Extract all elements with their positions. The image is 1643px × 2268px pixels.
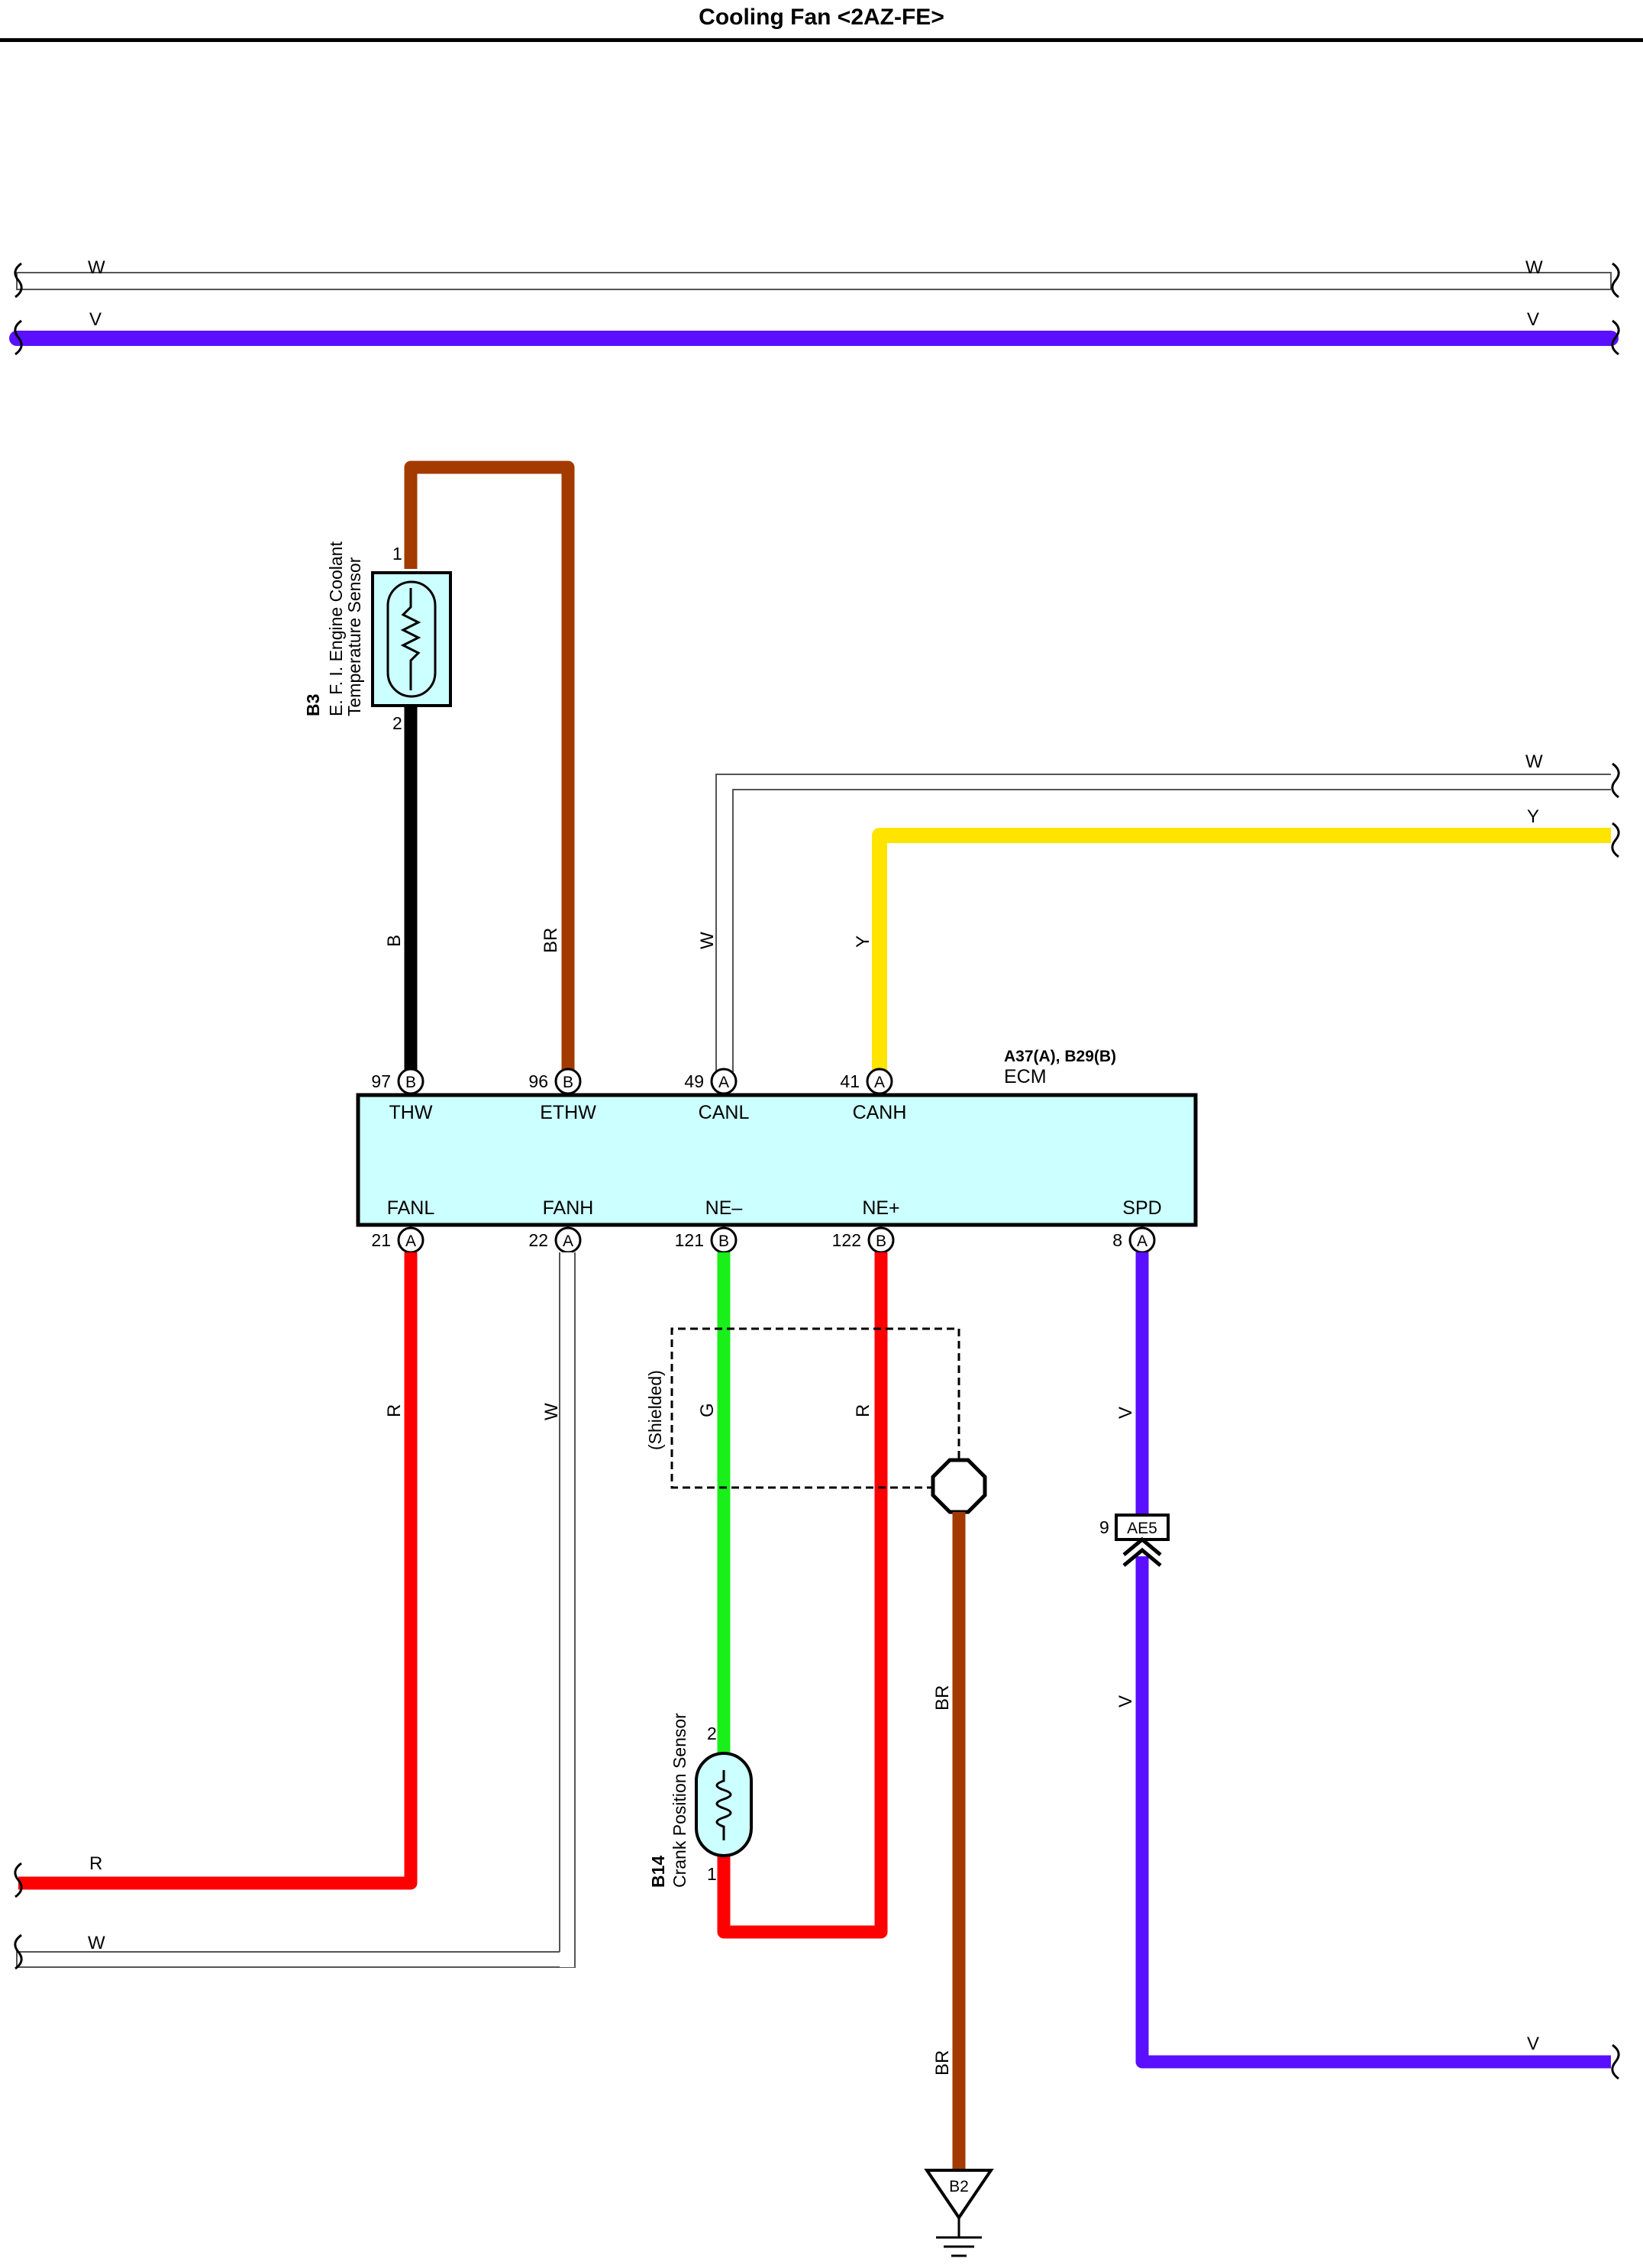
crank-sensor-name: Crank Position Sensor (670, 1713, 689, 1888)
white-canl-wire (715, 774, 1611, 1072)
ecm-pin-ethw-term: ETHW (540, 1102, 596, 1123)
ecm-pin-canl-conn: A (718, 1074, 729, 1091)
ground-point: B2 (924, 2169, 994, 2257)
ecm-pin-fanh: FANH A 22 (528, 1197, 594, 1254)
ecm-pin-fanh-term: FANH (543, 1197, 594, 1219)
ecm-pin-canl-num: 49 (684, 1071, 704, 1091)
crank-pin-top: 2 (707, 1724, 717, 1743)
white-canl-wire-inner (732, 789, 1611, 1072)
ground-code: B2 (949, 2178, 969, 2195)
ecm-pin-spd-term: SPD (1122, 1197, 1161, 1219)
wire-label-v-bottom-right: V (1527, 2034, 1539, 2054)
ecm-pin-thw-num: 97 (371, 1071, 391, 1091)
wire-label-v-spd-lower: V (1115, 1695, 1136, 1707)
crank-position-sensor (695, 1752, 753, 1857)
ecm-pin-fanl-term: FANL (387, 1197, 435, 1219)
wire-label-w-canl: W (697, 932, 718, 949)
coolant-temp-sensor (371, 571, 452, 707)
ecm-box (356, 1093, 1198, 1227)
wire-label-r-bottom-left: R (89, 1853, 102, 1874)
ecm-pin-ne-minus-term: NE– (705, 1197, 743, 1219)
shield-label: (Shielded) (645, 1370, 665, 1450)
wire-label-top-v-right: V (1527, 309, 1539, 330)
ecm-pin-canl: A 49 CANL (684, 1068, 750, 1123)
coolant-sensor-name-line1: E. F. I. Engine Coolant (326, 541, 346, 716)
ecm-pin-fanl: FANL A 21 (371, 1197, 435, 1254)
ecm-pin-ne-plus-num: 122 (832, 1230, 861, 1250)
wire-label-br-sensor: BR (541, 928, 561, 953)
coolant-pin-bottom: 2 (392, 713, 402, 733)
wire-label-v-spd-upper: V (1115, 1407, 1136, 1419)
ecm-pin-ethw-num: 96 (528, 1071, 548, 1091)
brown-sensor-loop-wire (404, 460, 575, 1072)
shield-splice-octagon (931, 1458, 987, 1514)
chevron-up-icon (1122, 1536, 1162, 1556)
ecm-pin-fanh-num: 22 (528, 1230, 548, 1250)
top-white-wire (16, 272, 1612, 290)
wire-label-y-canh: Y (853, 935, 873, 948)
wire-break-marks-bottom-left (14, 1862, 23, 1970)
ecm-pin-thw-term: THW (389, 1102, 433, 1123)
ecm-pin-canh: A 41 CANH (840, 1068, 907, 1123)
ecm-pin-spd: SPD A 8 (1112, 1197, 1162, 1254)
wire-break-marks-right (1611, 762, 1620, 858)
wire-label-y-right: Y (1527, 806, 1539, 827)
coil-icon (715, 1770, 732, 1840)
ecm-pin-ne-plus-conn: B (876, 1233, 886, 1250)
white-fanh-wire (16, 1951, 576, 1968)
wire-label-br-ground-lower: BR (932, 2050, 953, 2076)
wire-label-r-ne: R (853, 1404, 873, 1417)
wire-label-w-fanh: W (541, 1403, 562, 1420)
yellow-canh-wire (872, 828, 1611, 1072)
ecm-pin-fanl-conn: A (405, 1233, 416, 1250)
ecm-pin-ethw: B 96 ETHW (528, 1068, 596, 1123)
crank-sensor-code: B14 (648, 1856, 668, 1888)
ecm-connector-codes: A37(A), B29(B) (1004, 1048, 1116, 1065)
red-fanl-wire (18, 1252, 418, 1890)
wire-label-top-v-left: V (89, 309, 102, 330)
ecm-pin-canl-term: CANL (699, 1102, 750, 1123)
ecm-pin-ethw-conn: B (563, 1074, 573, 1091)
junction-connector-pin: 9 (1099, 1517, 1109, 1537)
ecm-pin-spd-num: 8 (1112, 1230, 1122, 1250)
wire-label-br-ground-upper: BR (932, 1685, 953, 1711)
coolant-sensor-name-line2: Temperature Sensor (344, 557, 364, 716)
ecm-pin-canh-term: CANH (853, 1102, 907, 1123)
shield-box (670, 1327, 960, 1489)
ecm-pin-ne-minus: NE– B 121 (675, 1197, 743, 1254)
wire-label-top-w-right: W (1525, 257, 1543, 278)
ecm-pin-canh-conn: A (874, 1074, 885, 1091)
ecm-pin-fanh-conn: A (563, 1233, 573, 1250)
ecm-pin-fanl-num: 21 (371, 1230, 391, 1250)
wire-label-top-w-left: W (88, 257, 105, 278)
wire-label-g-ne: G (697, 1403, 718, 1417)
wire-label-w-bottom-left: W (88, 1933, 105, 1953)
ecm-pin-ne-plus: NE+ B 122 (832, 1197, 900, 1254)
violet-spd-wire-lower (1135, 1556, 1611, 2069)
title-rule (0, 38, 1643, 42)
red-ne-plus-wire (717, 1252, 888, 1939)
ecm-pin-ne-minus-num: 121 (675, 1230, 704, 1250)
ecm-pin-thw-conn: B (405, 1074, 416, 1091)
ecm-pin-spd-conn: A (1137, 1233, 1148, 1250)
coolant-pin-top: 1 (392, 544, 402, 564)
ecm-pin-ne-minus-conn: B (718, 1233, 729, 1250)
ecm-pin-canh-num: 41 (840, 1071, 860, 1091)
wire-label-r-fanl: R (384, 1404, 405, 1417)
thermistor-icon (400, 588, 421, 690)
wire-label-b: B (384, 935, 405, 947)
junction-connector-ae5: AE5 (1115, 1514, 1170, 1567)
wire-break-marks (14, 262, 1620, 356)
ecm-pin-thw: B 97 THW (371, 1068, 433, 1123)
wire-label-w-right: W (1525, 751, 1543, 772)
ecm-name: ECM (1004, 1066, 1047, 1087)
junction-connector-code: AE5 (1127, 1520, 1157, 1537)
ecm-pin-ne-plus-term: NE+ (862, 1197, 899, 1219)
wire-break-marks-bottom-right (1611, 2043, 1620, 2080)
coolant-sensor-code: B3 (303, 694, 323, 716)
page-title: Cooling Fan <2AZ-FE> (699, 5, 944, 30)
crank-pin-bottom: 1 (707, 1864, 717, 1884)
